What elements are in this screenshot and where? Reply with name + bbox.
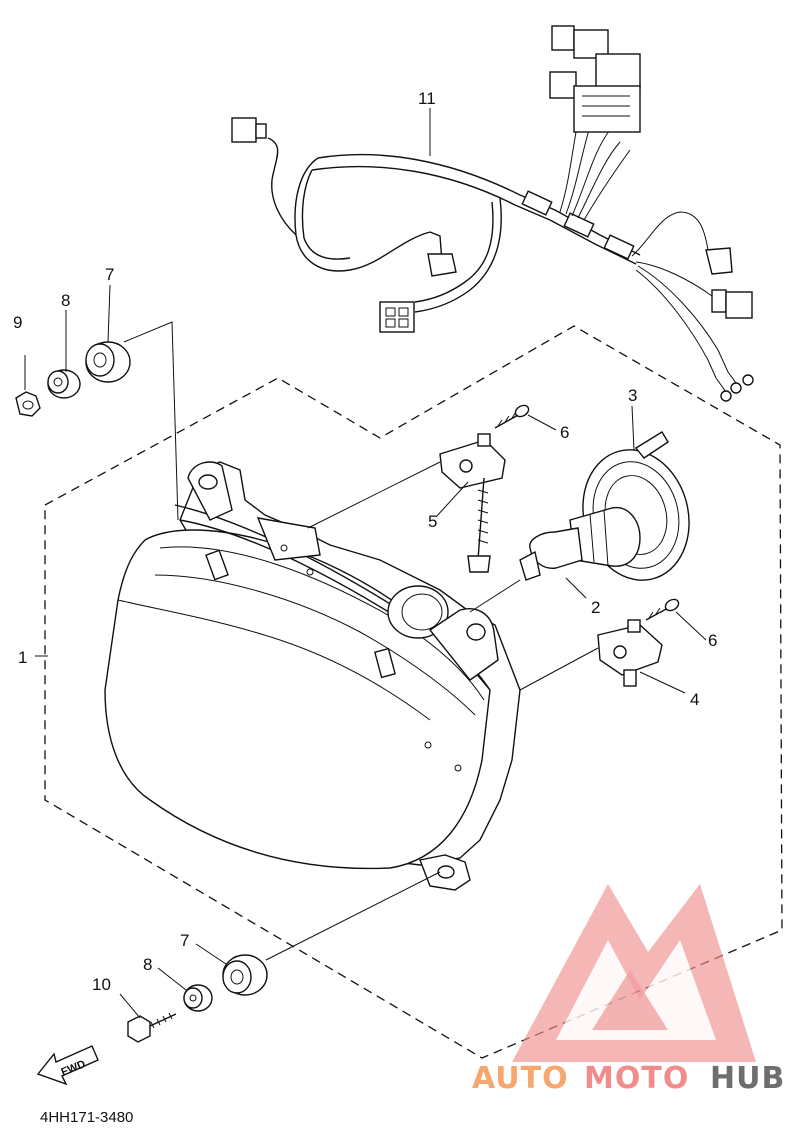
watermark-text: AUTO MOTO HUB <box>472 1061 785 1096</box>
callouts: 1 2 3 4 5 6 6 7 7 8 8 9 10 11 <box>13 89 717 994</box>
bulb-holder <box>582 431 690 581</box>
part-code: 4HH171-3480 <box>40 1109 133 1126</box>
forward-arrow-icon: FWD <box>36 1045 99 1086</box>
callout-3: 3 <box>628 386 637 405</box>
callout-8-lower: 8 <box>143 955 152 974</box>
callout-6-upper: 6 <box>560 423 569 442</box>
watermark-moto: MOTO <box>584 1061 689 1096</box>
adjuster-lower <box>597 619 663 687</box>
screw-upper <box>494 404 530 429</box>
callout-2: 2 <box>591 598 600 617</box>
callout-10: 10 <box>92 975 111 994</box>
callout-1: 1 <box>18 648 27 667</box>
watermark-logo <box>512 884 756 1062</box>
headlight-bulb <box>519 506 641 581</box>
adjuster-upper <box>439 433 506 573</box>
leader-lines <box>24 108 707 1019</box>
headlight-housing <box>104 461 521 891</box>
nut <box>15 391 41 417</box>
collar-lower <box>183 984 213 1012</box>
callout-5: 5 <box>428 512 437 531</box>
assembly-dashed-outline <box>44 325 783 1059</box>
watermark-auto: AUTO <box>472 1061 569 1096</box>
callout-8-upper: 8 <box>61 291 70 310</box>
callout-11: 11 <box>418 89 436 108</box>
watermark-hub: HUB <box>710 1061 785 1096</box>
grommet-upper <box>85 341 131 383</box>
callout-7-lower: 7 <box>180 931 189 950</box>
screw-lower <box>645 598 680 621</box>
callout-6-lower: 6 <box>708 631 717 650</box>
callout-4: 4 <box>690 690 699 709</box>
callout-9: 9 <box>13 313 22 332</box>
collar-upper <box>47 369 81 399</box>
bolt <box>127 1012 177 1043</box>
grommet-lower <box>222 954 268 996</box>
wiring-harness <box>231 25 754 402</box>
callout-7-upper: 7 <box>105 265 114 284</box>
